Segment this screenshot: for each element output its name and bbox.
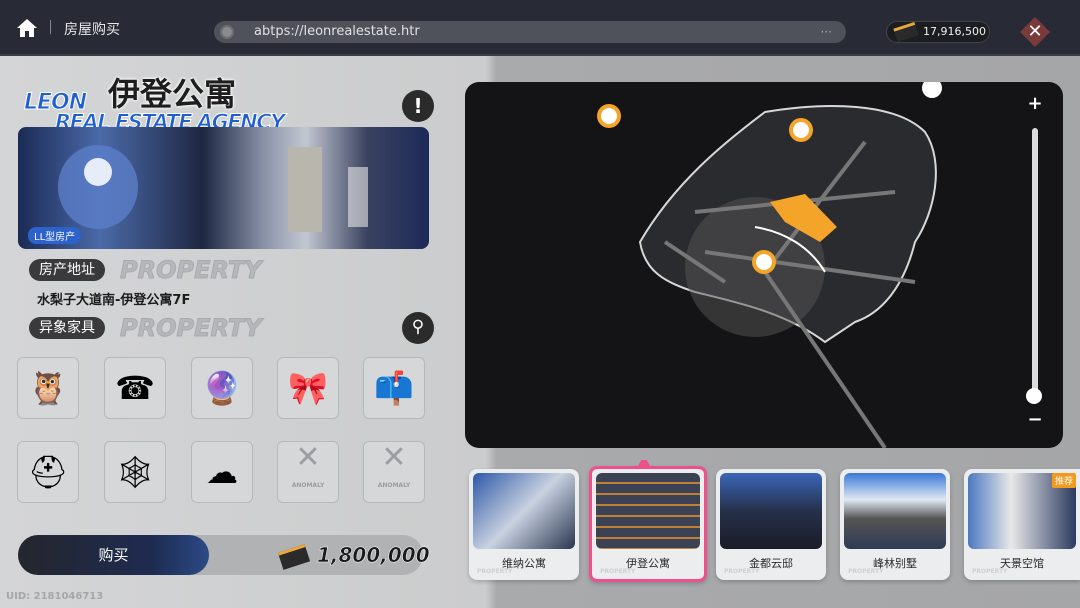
property-address: 水梨子大道南-伊登公寓7F [37,293,191,308]
page-title: 房屋购买 [64,22,120,38]
zoom-out-button[interactable]: − [1027,409,1043,430]
divider [50,20,51,34]
listing-name: 金都云邸 [749,557,793,570]
map-marker[interactable] [597,104,621,128]
x-icon: ✕ [295,440,321,475]
close-button[interactable]: ✕ [1020,17,1050,47]
ticket-icon [893,21,919,43]
furniture-mailbox-icon[interactable]: 📫 [363,357,425,419]
empty-slot-label: ANOMALY [291,482,325,489]
zoom-in-button[interactable]: + [1027,93,1043,114]
listing-name: 维纳公寓 [502,557,546,570]
listing-name: 伊登公寓 [626,557,670,570]
empty-slot-label: ANOMALY [377,482,411,489]
more-icon[interactable]: ··· [820,25,832,39]
property-photo: LL型房产 [18,127,429,249]
listing-name: 天景空馆 [1000,557,1044,570]
address-label: 房产地址 [29,259,105,281]
zoom-slider-track[interactable] [1032,128,1038,398]
listing-image [720,473,822,549]
map-marker[interactable] [922,82,942,98]
empty-furniture-slot[interactable]: ✕ ANOMALY [363,441,425,503]
balance-value: 17,916,500 [923,25,986,38]
x-icon: ✕ [381,440,407,475]
address-bar[interactable]: abtps://leonrealestate.htr ··· [214,21,846,43]
furniture-label: 异象家具 [29,317,105,339]
listing-sub: PROPERTY [848,568,884,575]
site-icon [220,25,234,39]
furniture-dreamcatcher-icon[interactable]: 🕸 [104,441,166,503]
map-marker[interactable] [789,118,813,142]
room-illustration [58,145,368,232]
furniture-crystal-ball-icon[interactable]: 🔮 [191,357,253,419]
ticket-icon [277,544,311,570]
furniture-helmet-icon[interactable]: ⛑ [17,441,79,503]
empty-furniture-slot[interactable]: ✕ ANOMALY [277,441,339,503]
map-zoom-control: + − [1022,92,1048,432]
top-bar: 房屋购买 abtps://leonrealestate.htr ··· 17,91… [0,0,1080,56]
property-title: 伊登公寓 [108,75,237,113]
listing-name: 峰林别墅 [873,557,917,570]
listing-sub: PROPERTY [477,568,513,575]
info-alert-button[interactable]: ! [402,90,434,122]
price-value: 1,800,000 [317,543,430,568]
balance-badge: 17,916,500 [886,21,990,43]
recommended-badge: 推荐 [1051,473,1076,488]
listing-image [844,473,946,549]
listing-sub: PROPERTY [724,568,760,575]
buy-button[interactable]: 购买 [18,535,209,575]
selection-pointer [637,460,651,468]
listing-image [473,473,575,549]
furniture-bowtie-gloves-icon[interactable]: 🎀 [277,357,339,419]
furniture-cloud-icon[interactable]: ☁ [191,441,253,503]
property-watermark: PROPERTY [120,256,263,285]
furniture-watermark: PROPERTY [120,314,263,343]
brand-logo-leon: LEON [23,90,87,116]
listing-sub: PROPERTY [972,568,1008,575]
search-button[interactable]: ⚲ [402,312,434,344]
listing-image [596,473,700,549]
city-map [597,82,942,448]
furniture-phone-booth-icon[interactable]: ☎ [104,357,166,419]
purchase-bar: 购买 1,800,000 [18,535,430,575]
map-marker-selected[interactable] [752,250,776,274]
uid-text: UID: 2181046713 [6,591,104,602]
listing-sub: PROPERTY [600,568,636,575]
zoom-slider-handle[interactable] [1026,388,1042,404]
home-icon[interactable] [16,17,38,39]
map-view[interactable] [465,82,1063,448]
url-text: abtps://leonrealestate.htr [254,24,420,39]
property-type-tag: LL型房产 [28,227,82,244]
furniture-owl-icon[interactable]: 🦉 [17,357,79,419]
